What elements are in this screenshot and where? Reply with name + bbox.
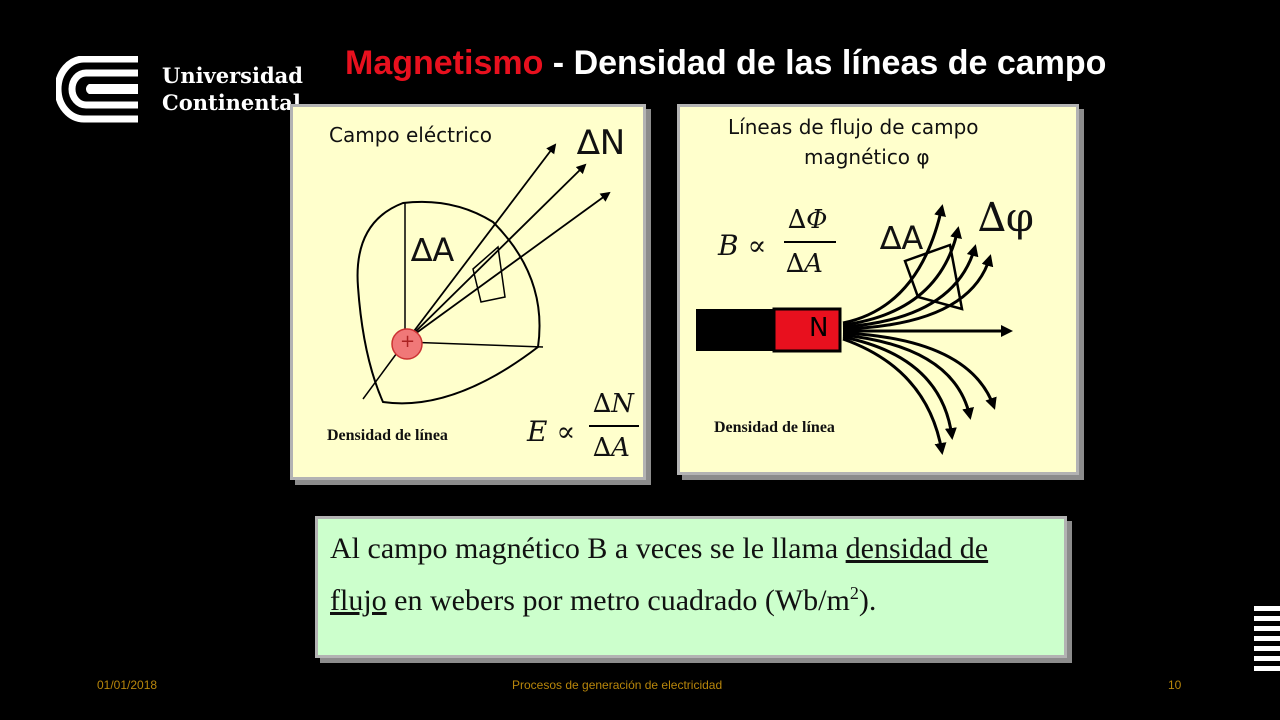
flux-label-line-2: magnético φ xyxy=(804,145,930,169)
electric-formula-lhs: E ∝ xyxy=(527,415,576,448)
logo-line-1: Universidad xyxy=(162,63,303,88)
title-accent: Magnetismo xyxy=(345,44,544,82)
logo-text: Universidad Continental xyxy=(162,62,303,116)
title-rest: - Densidad de las líneas de campo xyxy=(543,44,1107,82)
university-logo: Universidad Continental xyxy=(54,55,303,126)
definition-note: Al campo magnético B a veces se le llama… xyxy=(315,516,1067,658)
footer-date: 01/01/2018 xyxy=(97,678,158,692)
electric-formula-den: ∆A xyxy=(593,433,630,463)
sector-outline xyxy=(356,200,541,405)
decorative-stripes-icon xyxy=(1254,606,1280,678)
magnetic-flux-diagram xyxy=(696,204,1013,455)
flux-label-line-1: Líneas de flujo de campo xyxy=(728,115,979,139)
magnet-pole-label: N xyxy=(809,313,829,343)
magnetic-density-label: Densidad de línea xyxy=(714,419,835,436)
note-text-3: ). xyxy=(858,584,877,617)
logo-line-2: Continental xyxy=(162,90,301,115)
charge-sign: + xyxy=(400,331,416,352)
footer-page-number: 10 xyxy=(1168,678,1182,692)
magnetic-delta-a-label: ∆A xyxy=(880,219,924,257)
magnet-north xyxy=(772,307,842,353)
note-underlined: densidad de flujo xyxy=(330,532,989,617)
delta-phi-label: ∆φ xyxy=(978,195,1034,241)
delta-a-label: ∆A xyxy=(411,231,455,269)
note-superscript: 2 xyxy=(849,583,859,603)
electric-field-diagram xyxy=(356,143,611,405)
magnet-south xyxy=(696,309,774,351)
electric-formula-num: ∆N xyxy=(593,389,634,419)
electric-density-label: Densidad de línea xyxy=(327,427,448,444)
positive-charge xyxy=(391,328,423,360)
magnetic-formula-num: ∆Φ xyxy=(788,205,828,235)
magnetic-flux-panel: Líneas de flujo de campo magnético φ B ∝… xyxy=(677,104,1079,475)
electric-field-label: Campo eléctrico xyxy=(329,123,493,147)
magnetic-formula-lhs: B ∝ xyxy=(718,229,767,262)
magnetic-formula-bar xyxy=(784,241,836,243)
magnetic-formula-den: ∆A xyxy=(786,249,823,279)
slide-title: Magnetismo - Densidad de las líneas de c… xyxy=(345,44,1106,83)
footer-title: Procesos de generación de electricidad xyxy=(512,678,723,692)
electric-formula-bar xyxy=(589,425,639,427)
electric-field-panel: Campo eléctrico ∆N ∆A + Densidad de líne… xyxy=(290,104,646,480)
logo-mark-icon xyxy=(54,55,138,123)
note-text-1: Al campo magnético B a veces se le llama xyxy=(330,532,846,565)
delta-n-label: ∆N xyxy=(577,123,626,163)
note-text-2: en webers por metro cuadrado (Wb/m xyxy=(386,584,850,617)
